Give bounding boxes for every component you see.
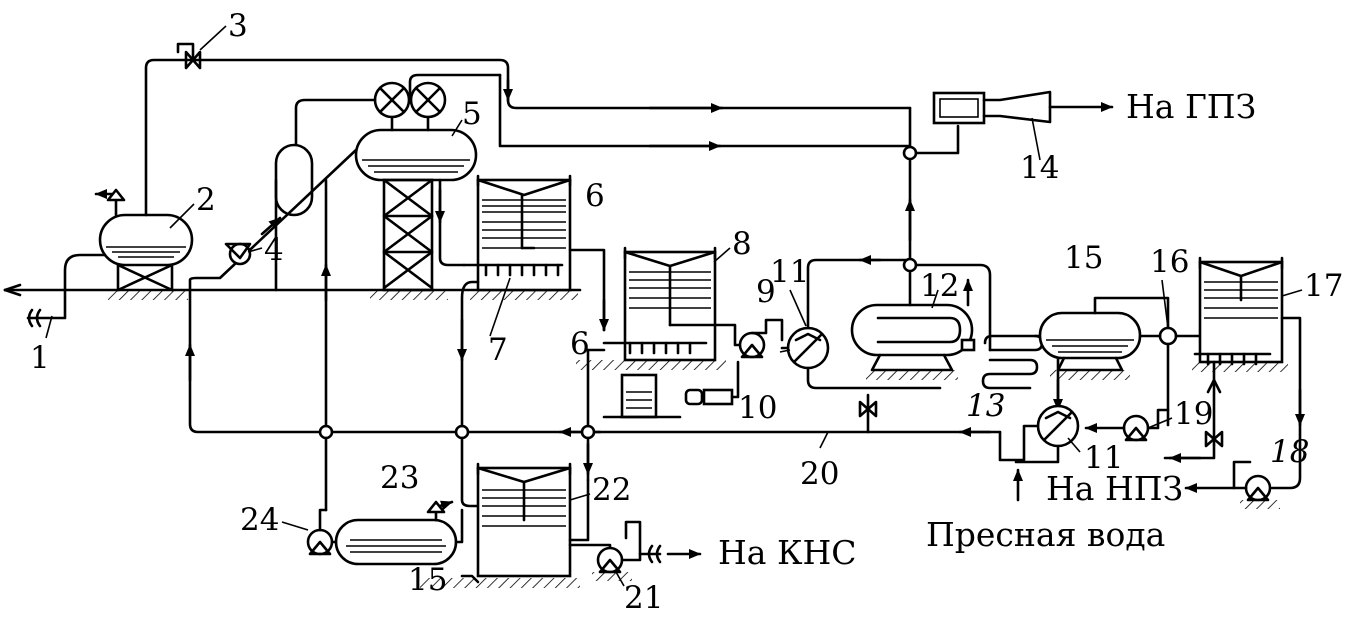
inclined-line-4 bbox=[188, 148, 358, 292]
pump-18 bbox=[1184, 460, 1280, 509]
outlet-label-npz: На НПЗ bbox=[1046, 469, 1183, 508]
pump-24 bbox=[306, 508, 338, 556]
separator-2 bbox=[94, 188, 194, 300]
tank-17 bbox=[1192, 256, 1305, 490]
label-15-right: 15 bbox=[1064, 240, 1103, 276]
label-12: 12 bbox=[920, 268, 959, 304]
separator-5 bbox=[294, 73, 502, 300]
label-24: 24 bbox=[240, 502, 279, 538]
vessel-23 bbox=[334, 500, 464, 566]
vessel-15-right bbox=[1038, 296, 1170, 422]
label-10: 10 bbox=[738, 390, 777, 426]
inlet-label-fresh-water: Пресная вода bbox=[926, 515, 1165, 554]
label-21: 21 bbox=[624, 580, 663, 616]
number-labels: 1 2 3 4 5 6 6 7 8 9 10 11 11 12 13 14 15… bbox=[30, 8, 1343, 616]
label-5: 5 bbox=[462, 96, 482, 132]
pump-19 bbox=[1084, 408, 1216, 463]
label-23: 23 bbox=[380, 460, 419, 496]
pump-21 bbox=[592, 520, 702, 581]
electrodehydrator-12 bbox=[850, 257, 992, 380]
label-22: 22 bbox=[592, 472, 631, 508]
label-8: 8 bbox=[732, 226, 752, 262]
heat-exchanger-11-upper bbox=[780, 255, 942, 390]
label-2: 2 bbox=[196, 182, 216, 218]
tank-22 bbox=[420, 462, 612, 588]
outlet-label-kns: На КНС bbox=[718, 533, 857, 572]
label-15-lower: 15 bbox=[408, 562, 447, 598]
label-4: 4 bbox=[264, 232, 284, 268]
label-6-upper: 6 bbox=[585, 178, 605, 214]
settling-tank-8 bbox=[576, 246, 726, 419]
gas-line-top bbox=[144, 42, 912, 217]
outlet-label-gpz: На ГПЗ bbox=[1126, 87, 1256, 126]
leader-lines bbox=[169, 25, 1303, 587]
label-13: 13 bbox=[966, 388, 1005, 424]
label-17: 17 bbox=[1304, 268, 1343, 304]
inlet-pipe-1 bbox=[26, 253, 108, 339]
label-16: 16 bbox=[1150, 244, 1189, 280]
label-20: 20 bbox=[800, 456, 839, 492]
label-18: 18 bbox=[1270, 434, 1309, 470]
dosing-unit-10 bbox=[684, 360, 740, 406]
label-11-lower: 11 bbox=[1084, 440, 1123, 476]
label-3: 3 bbox=[228, 8, 248, 44]
gas-line-middle bbox=[498, 73, 960, 267]
drain-line-20 bbox=[185, 288, 1002, 449]
ejector-14 bbox=[932, 90, 1114, 125]
coil-13 bbox=[981, 334, 1044, 390]
label-19: 19 bbox=[1174, 396, 1213, 432]
pump-9 bbox=[713, 318, 784, 359]
settling-tank-6 bbox=[462, 174, 609, 332]
label-11-upper: 11 bbox=[770, 254, 809, 290]
label-6-lower: 6 bbox=[570, 326, 590, 362]
feed-line-5-6 bbox=[435, 178, 466, 267]
label-7: 7 bbox=[488, 332, 508, 368]
buffer-vessel bbox=[274, 143, 314, 292]
heat-exchanger-11-lower bbox=[998, 404, 1080, 502]
vertical-drops bbox=[321, 178, 606, 512]
label-9: 9 bbox=[756, 274, 776, 310]
label-1: 1 bbox=[30, 340, 50, 376]
